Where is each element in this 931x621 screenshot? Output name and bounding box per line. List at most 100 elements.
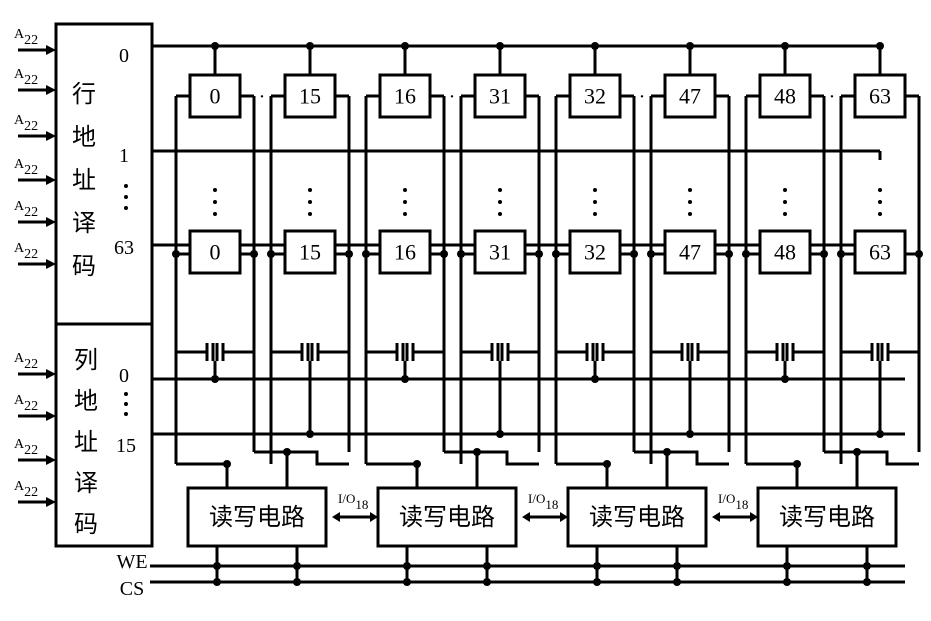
vertical-ellipsis-dot (403, 188, 407, 192)
undefined-sub: 18 (355, 497, 368, 512)
cell-right-top-label: 31 (489, 84, 511, 109)
junction-dot (401, 42, 409, 50)
data-bus-right (444, 450, 539, 466)
junction-dot (401, 375, 409, 383)
junction-dot (593, 562, 601, 570)
undefined-sub: 22 (24, 399, 38, 414)
undefined-main: A (14, 27, 25, 42)
junction-dot (403, 578, 411, 586)
column-decoder-ellipsis-dot (124, 412, 128, 416)
junction-dot (781, 375, 789, 383)
row-decoder-ellipsis-dot (124, 206, 128, 210)
cell-right-top (853, 73, 907, 119)
vertical-ellipsis-dot (308, 212, 312, 216)
cell-left-top (378, 73, 432, 119)
undefined: I/O18 (718, 491, 748, 512)
cell-left-bottom-label: 48 (774, 240, 796, 265)
arrow-head (46, 259, 56, 269)
junction-dot (306, 430, 314, 438)
junction-dot (783, 578, 791, 586)
data-bus-right (634, 450, 729, 466)
data-bus-left (746, 462, 799, 488)
read-write-circuit (186, 486, 328, 548)
junction-dot (283, 448, 291, 456)
read-write-circuit (566, 486, 708, 548)
junction-dot (591, 42, 599, 50)
cell-left-top-label: 32 (584, 84, 606, 109)
undefined: A22 (14, 479, 38, 500)
column-decoder-output-0: 0 (119, 365, 129, 387)
horizontal-ellipsis: · · · (627, 86, 657, 108)
data-bus-right (824, 450, 919, 466)
undefined: A22 (14, 437, 38, 458)
junction-dot (473, 448, 481, 456)
cell-right-bottom (283, 229, 337, 275)
arrow-head (46, 411, 56, 421)
junction-dot (673, 562, 681, 570)
shapes (46, 22, 923, 586)
undefined-main: I/O (718, 491, 735, 506)
cell-right-bottom (473, 229, 527, 275)
undefined-sub: 22 (24, 357, 38, 372)
row-decoder-char: 地 (72, 123, 96, 151)
cell-left-top-label: 48 (774, 84, 796, 109)
column-decoder-char: 地 (74, 387, 98, 415)
undefined: A22 (14, 157, 38, 178)
junction-dot (673, 578, 681, 586)
we-label: WE (116, 551, 147, 573)
cell-right-bottom-label: 15 (299, 240, 321, 265)
junction-dot (293, 578, 301, 586)
column-decoder-ellipsis-dot (124, 402, 128, 406)
data-bus-left (366, 462, 419, 488)
undefined: A22 (14, 393, 38, 414)
undefined-sub: 22 (24, 119, 38, 134)
junction-dot (413, 460, 421, 468)
vertical-ellipsis-dot (878, 200, 882, 204)
junction-dot (172, 250, 180, 258)
junction-dot (457, 250, 465, 258)
vertical-ellipsis-dot (308, 188, 312, 192)
undefined: A22 (14, 351, 38, 372)
vertical-ellipsis-dot (688, 188, 692, 192)
cell-left-bottom (378, 229, 432, 275)
junction-dot (863, 562, 871, 570)
undefined-main: A (14, 479, 25, 494)
undefined-main: A (14, 437, 25, 452)
cell-right-top-label: 15 (299, 84, 321, 109)
undefined-sub: 22 (24, 205, 38, 220)
undefined-sub: 18 (735, 497, 748, 512)
cell-right-bottom-label: 31 (489, 240, 511, 265)
cell-right-bottom-label: 47 (679, 240, 701, 265)
column-address-decoder (54, 322, 154, 548)
io-arrow-head-left (522, 512, 530, 522)
column-decoder-char: 列 (74, 346, 98, 374)
junction-dot (742, 250, 750, 258)
vertical-ellipsis-dot (403, 212, 407, 216)
junction-dot (837, 250, 845, 258)
junction-dot (483, 562, 491, 570)
row-decoder-char: 址 (72, 166, 96, 194)
undefined-main: I/O (338, 491, 355, 506)
cell-right-top-label: 47 (679, 84, 701, 109)
junction-dot (793, 460, 801, 468)
junction-dot (403, 562, 411, 570)
vertical-ellipsis-dot (783, 200, 787, 204)
junction-dot (250, 250, 258, 258)
cell-right-bottom (663, 229, 717, 275)
horizontal-ellipsis: · · · (437, 86, 467, 108)
row-decoder-char: 译 (72, 209, 96, 237)
undefined-sub: 22 (24, 73, 38, 88)
junction-dot (630, 250, 638, 258)
arrow-head (46, 369, 56, 379)
data-bus-left (556, 462, 609, 488)
undefined-main: I/O (528, 491, 545, 506)
undefined-sub: 22 (24, 247, 38, 262)
column-decoder-char: 译 (74, 469, 98, 497)
column-decoder-char: 址 (74, 428, 98, 456)
junction-dot (267, 250, 275, 258)
undefined: A22 (14, 113, 38, 134)
junction-dot (647, 250, 655, 258)
junction-dot (603, 460, 611, 468)
